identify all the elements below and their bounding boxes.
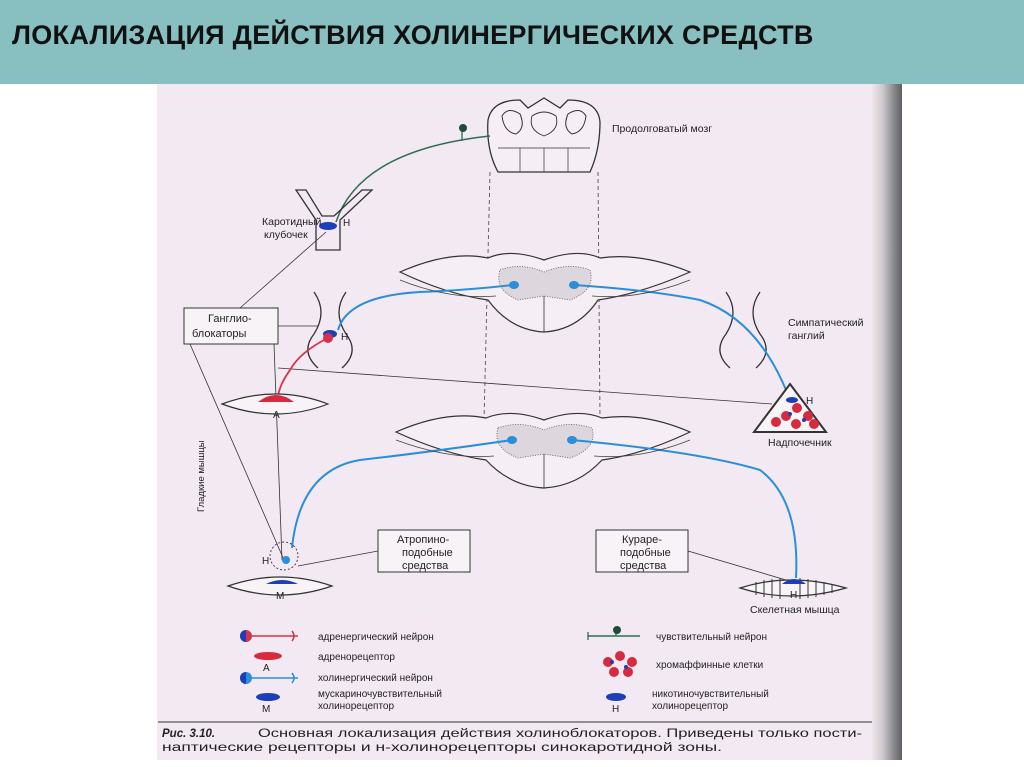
- legend-sensory-neuron: чувствительный нейрон: [656, 632, 767, 643]
- legend-cholinergic-neuron: холинергический нейрон: [318, 673, 433, 684]
- legend-nicotinic-line1: никотиночувствительный: [652, 689, 769, 700]
- slide-header: ЛОКАЛИЗАЦИЯ ДЕЙСТВИЯ ХОЛИНЕРГИЧЕСКИХ СРЕ…: [0, 0, 1024, 84]
- legend-nicotinic-mark: Н: [612, 704, 619, 715]
- parasympathetic-ganglion-receptor-mark: Н: [341, 332, 348, 343]
- legend-cholinergic-neuron-symbol: [240, 672, 298, 684]
- book-spine-shadow: [872, 84, 902, 760]
- sympathetic-label-line1: Симпатический: [788, 317, 864, 329]
- legend-muscarinic-line1: мускариночувствительный: [318, 689, 442, 700]
- legend-adrenoreceptor: адренорецептор: [318, 652, 395, 663]
- smooth-muscle-n-mark: Н: [262, 556, 269, 567]
- legend: адренергический нейрон А адренорецептор …: [240, 626, 769, 715]
- ganglioblockers-label-line1: Ганглио-: [208, 313, 252, 325]
- cholinergic-pathways: [291, 284, 798, 579]
- adrenal-receptor-mark: Н: [806, 396, 813, 407]
- carotid-label-line1: Каротидный: [262, 216, 322, 228]
- projection-lines: [483, 171, 601, 421]
- adrenergic-pathway: [277, 333, 333, 397]
- legend-adrenergic-neuron-symbol: [240, 630, 298, 642]
- adrenal-gland: [752, 382, 828, 433]
- slide-title: ЛОКАЛИЗАЦИЯ ДЕЙСТВИЯ ХОЛИНЕРГИЧЕСКИХ СРЕ…: [12, 20, 814, 50]
- curare-label-line1: Кураре-: [622, 534, 662, 546]
- legend-muscarinic-line2: холинорецептор: [318, 701, 394, 712]
- smooth-muscle-muscarinic: [226, 541, 334, 596]
- legend-muscarinic-symbol: [256, 693, 280, 701]
- smooth-muscle-adrenergic: [220, 393, 330, 415]
- sensory-neuron-carotid: [335, 124, 491, 223]
- figure-caption: Рис. 3.10. Основная локализация действия…: [158, 721, 872, 754]
- spinal-cord-upper: [398, 252, 692, 333]
- parasympathetic-ganglion: [307, 291, 353, 369]
- curare-like-box: [595, 529, 787, 581]
- atropine-label-line1: Атропино-: [397, 534, 450, 546]
- carotid-body: [294, 189, 374, 251]
- caption-line2: наптические рецепторы и н-холинорецептор…: [162, 742, 722, 754]
- skeletal-receptor-mark: Н: [790, 590, 797, 601]
- atropine-label-line2: подобные: [402, 547, 453, 559]
- smooth-muscles-label: Гладкие мышцы: [196, 440, 207, 512]
- legend-sensory-neuron-symbol: [587, 626, 640, 640]
- ganglioblockers-label-line2: блокаторы: [192, 328, 247, 340]
- legend-adrenoreceptor-mark: А: [263, 663, 270, 674]
- atropine-label-line3: средства: [402, 560, 449, 572]
- adrenoreceptor-mark: А: [273, 410, 280, 421]
- skeletal-muscle-label: Скелетная мышца: [750, 604, 840, 616]
- sympathetic-ganglion: [719, 291, 767, 369]
- atropine-like-box: [297, 529, 471, 573]
- legend-chromaffin: хромаффинные клетки: [656, 659, 763, 671]
- spinal-cord-lower: [394, 412, 692, 489]
- carotid-receptor-mark: Н: [343, 218, 350, 229]
- caption-figure-number: Рис. 3.10.: [162, 728, 215, 740]
- ganglioblockers-box: [183, 231, 773, 561]
- sympathetic-label-line2: ганглий: [788, 330, 825, 342]
- legend-nicotinic-line2: холинорецептор: [652, 701, 728, 712]
- nerve-outline-lines: [395, 279, 691, 458]
- legend-muscarinic-mark: М: [262, 704, 270, 715]
- legend-nicotinic-symbol: [606, 693, 626, 701]
- legend-adrenergic-neuron: адренергический нейрон: [318, 632, 434, 643]
- carotid-label-line2: клубочек: [264, 229, 308, 241]
- caption-line1: Основная локализация действия холиноблок…: [258, 728, 862, 740]
- curare-label-line2: подобные: [620, 547, 671, 559]
- medulla-label: Продолговатый мозг: [612, 123, 712, 135]
- curare-label-line3: средства: [620, 560, 667, 572]
- medulla-oblongata: [487, 97, 601, 173]
- muscarinic-receptor-mark: М: [276, 591, 284, 602]
- skeletal-muscle: [738, 578, 849, 599]
- adrenal-label: Надпочечник: [768, 437, 832, 449]
- legend-adrenoreceptor-symbol: [254, 652, 282, 660]
- legend-chromaffin-symbol: [603, 651, 637, 677]
